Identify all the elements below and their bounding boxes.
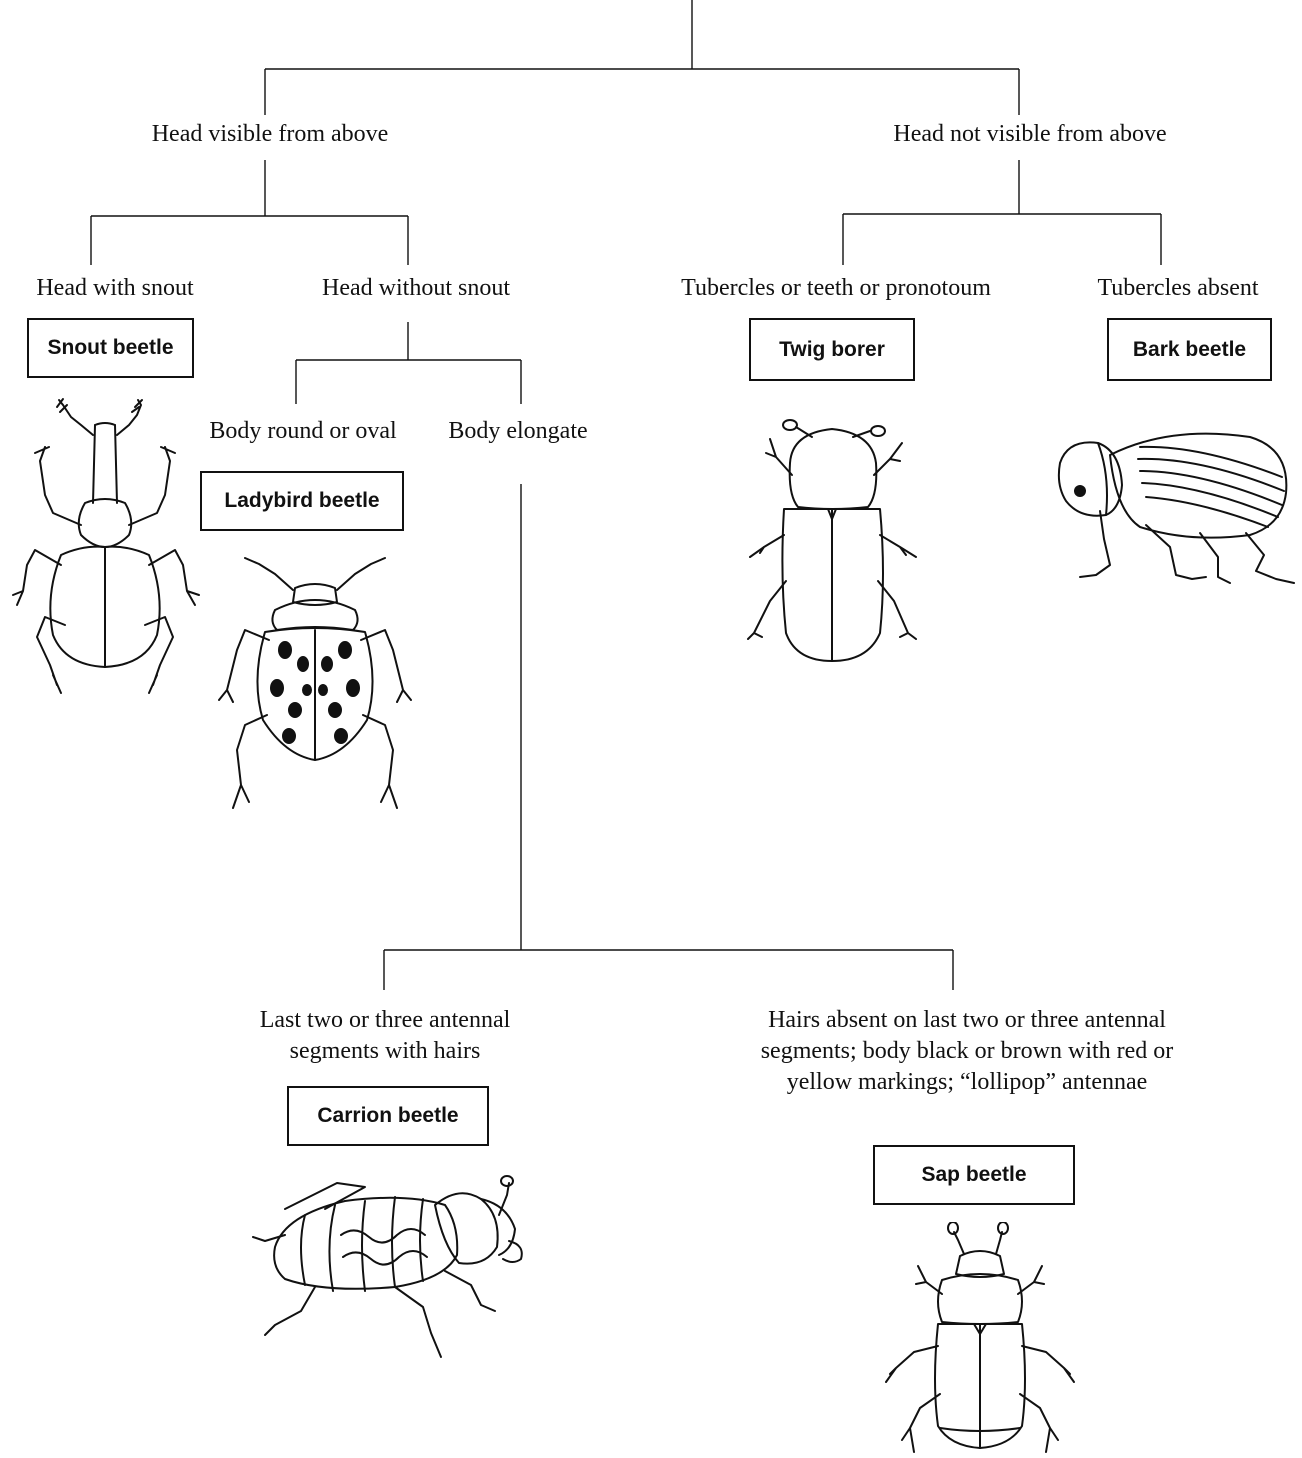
node-body-elongate: Body elongate	[448, 418, 588, 444]
snout-beetle-icon	[12, 398, 200, 694]
node-tubercles-absent: Tubercles absent	[1097, 275, 1259, 301]
bark-beetle-name: Bark beetle	[1132, 337, 1247, 361]
sap-beetle-box: Sap beetle	[873, 1145, 1075, 1205]
sap-beetle-name: Sap beetle	[921, 1163, 1027, 1186]
node-hairs-absent: Hairs absent on last two or three antenn…	[760, 1007, 1174, 1095]
node-head-visible: Head visible from above	[151, 121, 389, 147]
node-antennal-hairs: Last two or three antennal segments with…	[259, 1007, 511, 1064]
bark-beetle-icon	[1057, 432, 1295, 584]
ladybird-beetle-icon	[218, 557, 412, 809]
ladybird-beetle-name: Ladybird beetle	[224, 489, 380, 512]
ladybird-beetle-box: Ladybird beetle	[200, 471, 404, 531]
node-head-without-snout: Head without snout	[322, 275, 510, 301]
twig-borer-box: Twig borer	[749, 318, 915, 381]
node-head-not-visible: Head not visible from above	[893, 121, 1167, 147]
node-body-round: Body round or oval	[209, 418, 397, 444]
sap-beetle-icon	[885, 1222, 1075, 1453]
twig-borer-icon	[747, 419, 917, 662]
bark-beetle-box: Bark beetle	[1107, 318, 1272, 381]
carrion-beetle-box: Carrion beetle	[287, 1086, 489, 1146]
twig-borer-name: Twig borer	[779, 337, 885, 361]
node-tubercles-present: Tubercles or teeth or pronotoum	[681, 275, 991, 301]
node-head-with-snout: Head with snout	[36, 275, 194, 301]
snout-beetle-name: Snout beetle	[47, 336, 174, 359]
carrion-beetle-name: Carrion beetle	[317, 1104, 459, 1127]
carrion-beetle-icon	[252, 1175, 523, 1358]
snout-beetle-box: Snout beetle	[27, 318, 194, 378]
